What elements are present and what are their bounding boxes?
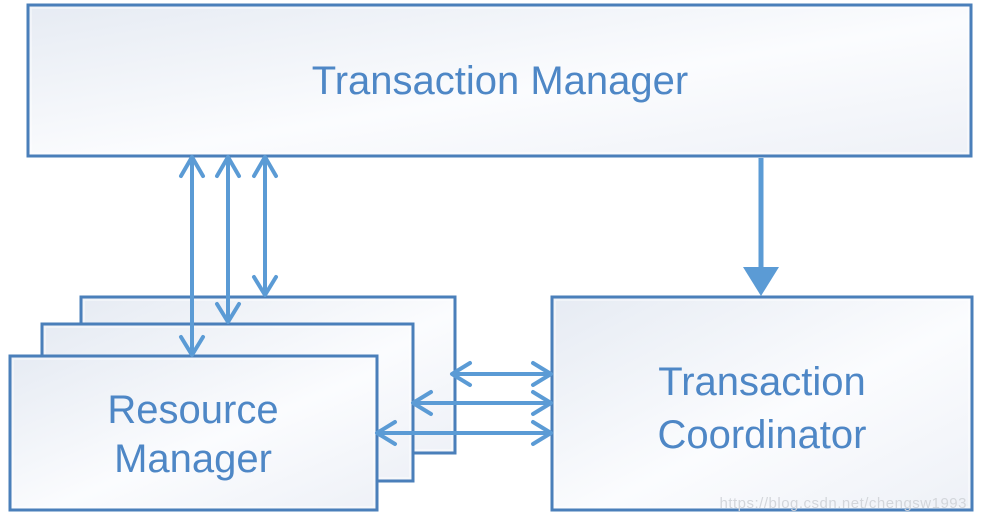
rm-back-tc-bidirectional-arrow [450, 361, 553, 387]
resource-manager-label-line1: Resource [107, 388, 278, 432]
transaction-manager-rect [26, 3, 973, 158]
arrow-head-up [252, 155, 278, 178]
resource-manager-label-line2: Manager [114, 437, 272, 481]
transaction-coordinator-label-line2: Coordinator [657, 413, 866, 457]
resource-manager-front-rect [8, 354, 379, 512]
resource-manager-front-inner-highlight [12, 358, 375, 508]
arrow-head-right [531, 420, 553, 446]
transaction-coordinator-label-line1: Transaction [658, 360, 866, 404]
arrow-head-up [215, 155, 241, 178]
transaction-coordinator-inner-highlight [554, 299, 970, 508]
arrow-head-right [531, 361, 553, 387]
arrow-head-left [450, 361, 472, 387]
transaction-coordinator-box: Transaction Coordinator [550, 295, 974, 512]
arrow-solid-head-down [743, 267, 779, 296]
transaction-manager-inner-highlight [30, 7, 969, 154]
arrow-head-down [215, 302, 241, 324]
arrow-head-up [179, 155, 205, 178]
tm-rm-front-bidirectional-arrow [179, 155, 205, 357]
arrow-head-right [531, 390, 553, 416]
transaction-manager-box: Transaction Manager [26, 3, 973, 158]
arrow-head-down [252, 275, 278, 297]
tm-tc-directed-arrow [743, 158, 779, 296]
tm-rm-back-bidirectional-arrow [252, 155, 278, 297]
arrow-head-down [179, 335, 205, 357]
transaction-coordinator-rect [550, 295, 974, 512]
watermark-url: https://blog.csdn.net/chengsw1993 [720, 495, 968, 512]
tm-rm-middle-bidirectional-arrow [215, 155, 241, 324]
transaction-manager-label: Transaction Manager [312, 59, 688, 103]
rm-middle-tc-bidirectional-arrow [411, 390, 553, 416]
arrow-head-left [375, 420, 397, 446]
arrow-head-left [411, 390, 433, 416]
resource-manager-stack: Resource Manager [8, 295, 457, 512]
rm-front-tc-bidirectional-arrow [375, 420, 553, 446]
